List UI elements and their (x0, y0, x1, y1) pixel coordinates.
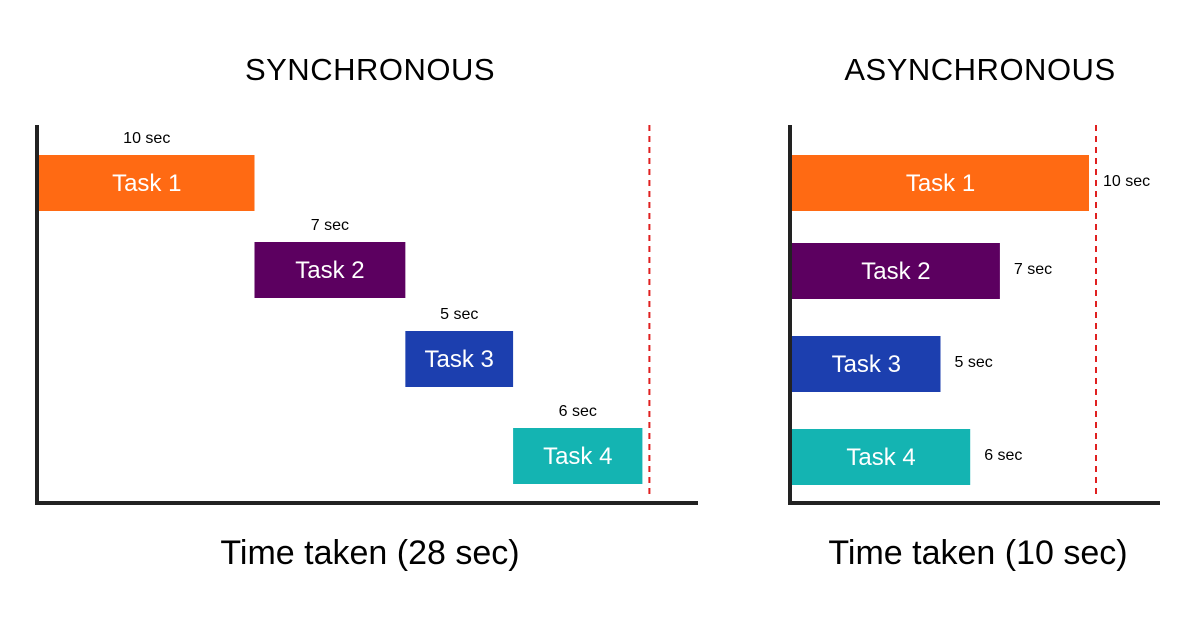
sync-task-2-duration-label: 7 sec (311, 217, 349, 234)
async-task-4-bar (792, 429, 971, 485)
sync-task-1-duration-label: 10 sec (123, 130, 170, 147)
sync-task-3-bar (405, 331, 514, 387)
async-task-2-bar (792, 243, 1000, 299)
sync-task-2-label: Task 2 (295, 257, 364, 284)
sync-chart-title: SYNCHRONOUS (244, 52, 496, 87)
async-task-1-bar (792, 155, 1089, 211)
sync-task-4-label: Task 4 (543, 443, 612, 470)
async-task-3-bar (792, 336, 941, 392)
sync-task-1-label: Task 1 (112, 170, 181, 197)
async-task-1-duration-label: 10 sec (1103, 173, 1150, 190)
sync-task-3-duration-label: 5 sec (440, 306, 478, 323)
sync-time-taken-caption: Time taken (28 sec) (220, 534, 520, 572)
async-task-1-label: Task 1 (906, 170, 975, 197)
async-task-4-label: Task 4 (846, 444, 915, 471)
async-task-4-duration-label: 6 sec (984, 447, 1022, 464)
async-task-3-label: Task 3 (832, 351, 901, 378)
sync-task-4-bar (513, 428, 643, 484)
async-chart-title: ASYNCHRONOUS (844, 52, 1116, 87)
sync-task-2-bar (254, 242, 406, 298)
sync-task-3-label: Task 3 (425, 346, 494, 373)
async-time-taken-caption: Time taken (10 sec) (828, 534, 1128, 572)
async-task-3-duration-label: 5 sec (955, 354, 993, 371)
async-task-2-duration-label: 7 sec (1014, 261, 1052, 278)
async-task-2-label: Task 2 (861, 258, 930, 285)
sync-task-1-bar (39, 155, 255, 211)
sync-task-4-duration-label: 6 sec (559, 403, 597, 420)
